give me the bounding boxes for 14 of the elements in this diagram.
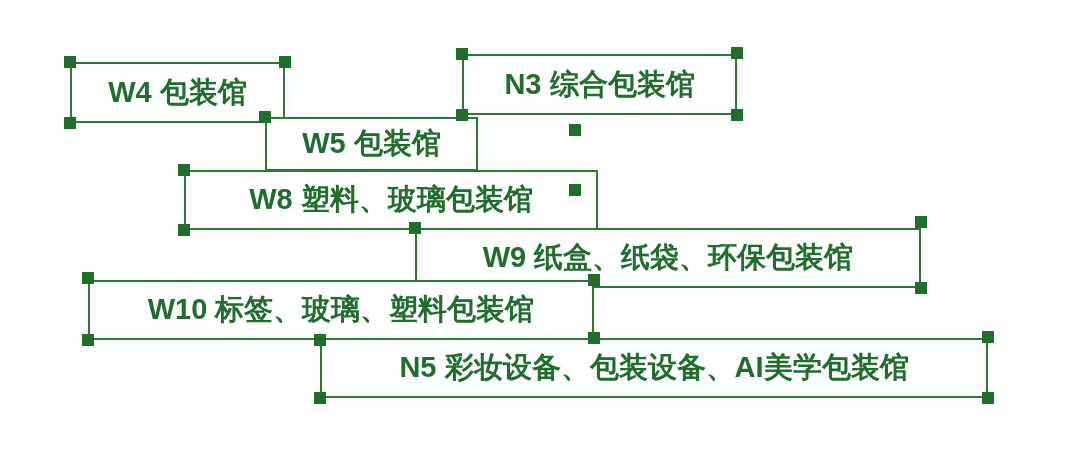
hall-box [415,228,921,288]
hall-label: W5 包装馆 [302,126,441,161]
hall-box [265,117,478,171]
hall-label: W9 纸盒、纸袋、环保包装馆 [482,240,854,275]
hall-label: N5 彩妆设备、包装设备、AI美学包装馆 [399,350,909,385]
hall-box [184,170,598,230]
hall-box [320,338,988,398]
hall-box [70,62,285,123]
hall-label: W4 包装馆 [108,74,247,110]
hall-label: W8 塑料、玻璃包装馆 [249,182,533,217]
hall-label: N3 综合包装馆 [504,66,695,102]
hall-box [88,280,594,340]
hall-label: W10 标签、玻璃、塑料包装馆 [147,292,535,327]
hall-box [462,54,737,115]
